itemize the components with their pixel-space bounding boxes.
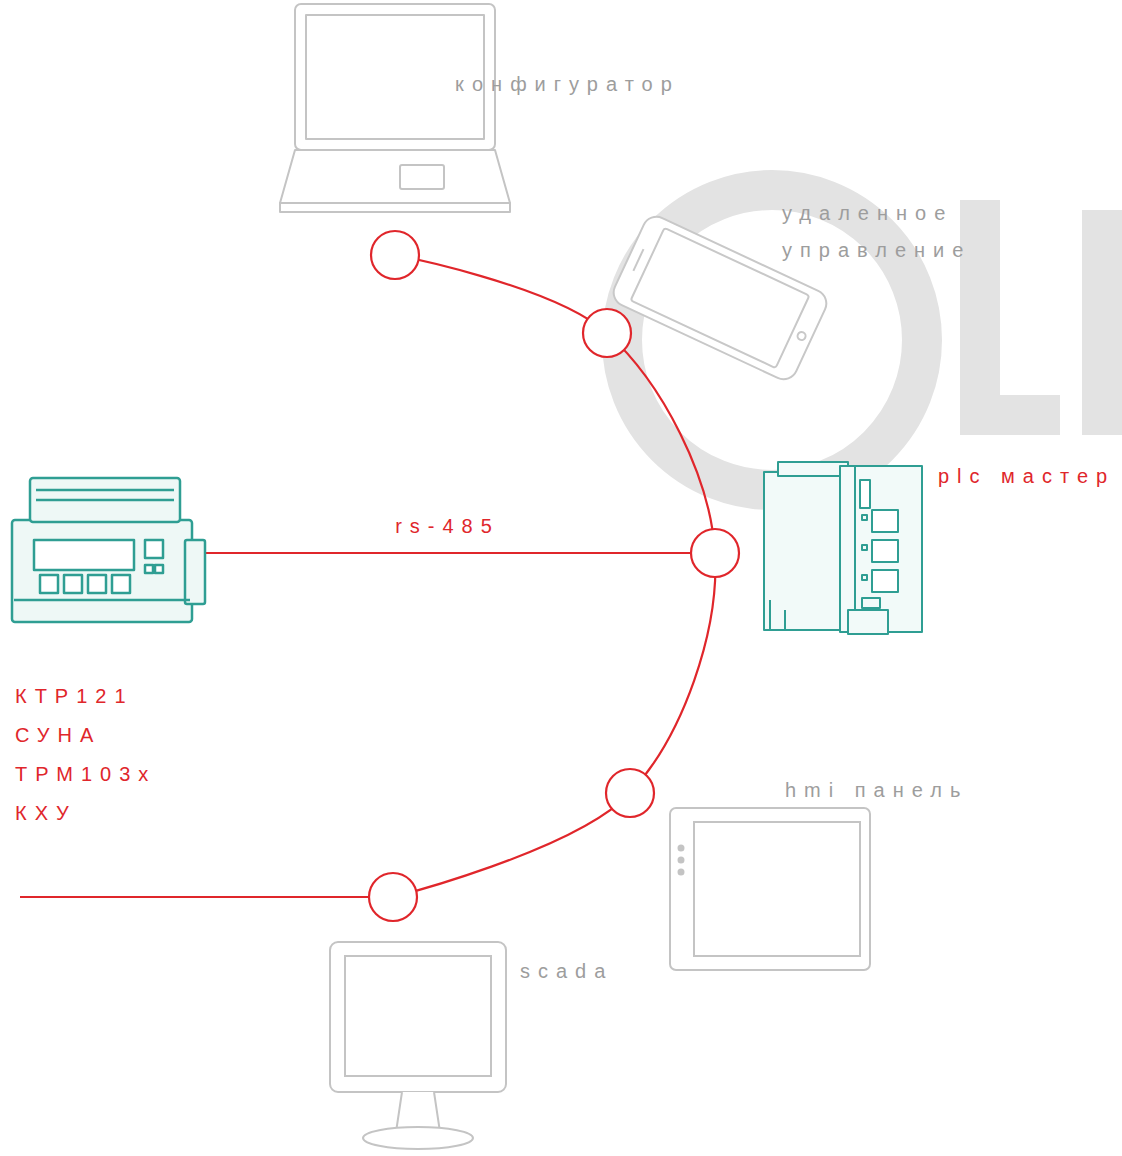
bus-taps <box>369 231 739 921</box>
node-label: КТР121 <box>15 678 134 715</box>
node-label: plc мастер <box>938 458 1115 495</box>
bus-arc <box>393 255 715 897</box>
ktr-device <box>12 478 205 622</box>
phone-icon <box>609 212 831 384</box>
node-label: scada <box>520 953 613 990</box>
field-device-node: КТР121СУНАТРМ103хКХУ <box>8 468 205 836</box>
bus-label: rs-485 <box>393 513 502 539</box>
scada-monitor-icon <box>330 942 506 1149</box>
laptop-icon <box>280 4 510 212</box>
node-label: ТРМ103х <box>15 756 156 793</box>
node-label: удаленное управление <box>782 195 994 269</box>
remote-control-node: удаленное управление <box>612 195 998 367</box>
hmi-panel-icon <box>670 808 870 970</box>
bus-connector <box>205 552 690 554</box>
node-label: СУНА <box>15 717 101 754</box>
node-label: hmi панель <box>785 772 968 809</box>
node-label: конфигуратор <box>455 66 680 103</box>
hmi-node: hmi панель <box>665 770 985 972</box>
bus-lead <box>20 896 370 898</box>
plc-device <box>764 462 922 634</box>
bus-line <box>20 255 715 897</box>
configurator-node: конфигуратор <box>278 0 698 218</box>
node-label: КХУ <box>15 795 77 832</box>
plc-master-node: plc мастер <box>690 455 1120 640</box>
scada-node: scada <box>325 935 625 1151</box>
